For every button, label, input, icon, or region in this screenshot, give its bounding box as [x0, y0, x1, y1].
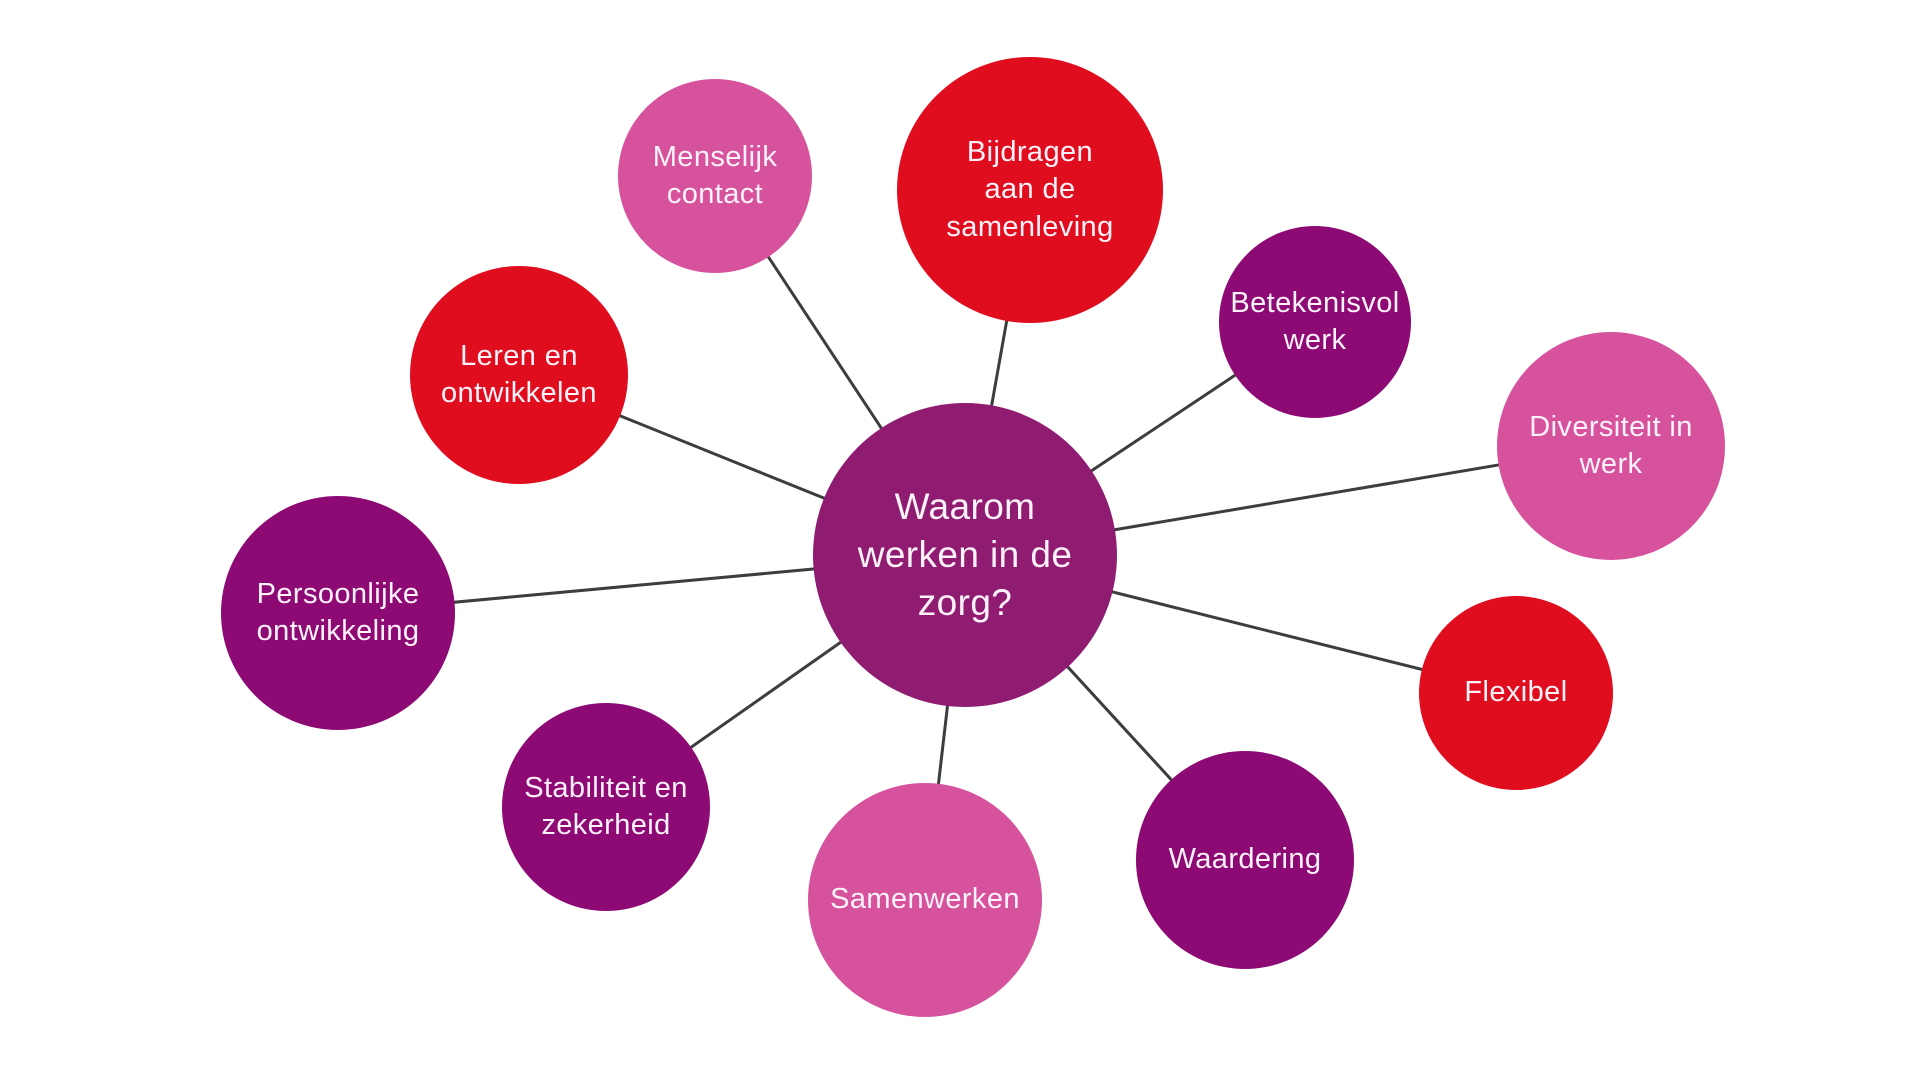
- node-label-persoonlijke-ontwikkeling: Persoonlijke ontwikkeling: [256, 577, 420, 647]
- node-label-diversiteit-in-werk: Diversiteit in werk: [1529, 410, 1693, 480]
- node-label-waardering: Waardering: [1168, 843, 1322, 876]
- node-flexibel: Flexibel: [1419, 596, 1613, 790]
- node-stabiliteit-en-zekerheid: Stabiliteit en zekerheid: [502, 703, 710, 911]
- node-label-waarom-werken-in-de-zorg: Waarom werken in de zorg?: [857, 485, 1073, 624]
- node-leren-en-ontwikkelen: Leren en ontwikkelen: [410, 266, 628, 484]
- node-label-flexibel: Flexibel: [1464, 676, 1568, 709]
- node-label-stabiliteit-en-zekerheid: Stabiliteit en zekerheid: [524, 771, 688, 841]
- node-diversiteit-in-werk: Diversiteit in werk: [1497, 332, 1725, 560]
- node-betekenisvol-werk: Betekenisvol werk: [1219, 226, 1411, 418]
- node-samenwerken: Samenwerken: [808, 783, 1042, 1017]
- node-label-leren-en-ontwikkelen: Leren en ontwikkelen: [441, 339, 597, 409]
- node-bijdragen-aan-de-samenleving: Bijdragen aan de samenleving: [897, 57, 1163, 323]
- node-waarom-werken-in-de-zorg: Waarom werken in de zorg?: [813, 403, 1117, 707]
- node-waardering: Waardering: [1136, 751, 1354, 969]
- node-persoonlijke-ontwikkeling: Persoonlijke ontwikkeling: [221, 496, 455, 730]
- node-label-samenwerken: Samenwerken: [830, 883, 1020, 916]
- node-label-menselijk-contact: Menselijk contact: [652, 140, 778, 210]
- node-menselijk-contact: Menselijk contact: [618, 79, 812, 273]
- node-label-betekenisvol-werk: Betekenisvol werk: [1230, 286, 1400, 356]
- node-label-bijdragen-aan-de-samenleving: Bijdragen aan de samenleving: [946, 136, 1114, 243]
